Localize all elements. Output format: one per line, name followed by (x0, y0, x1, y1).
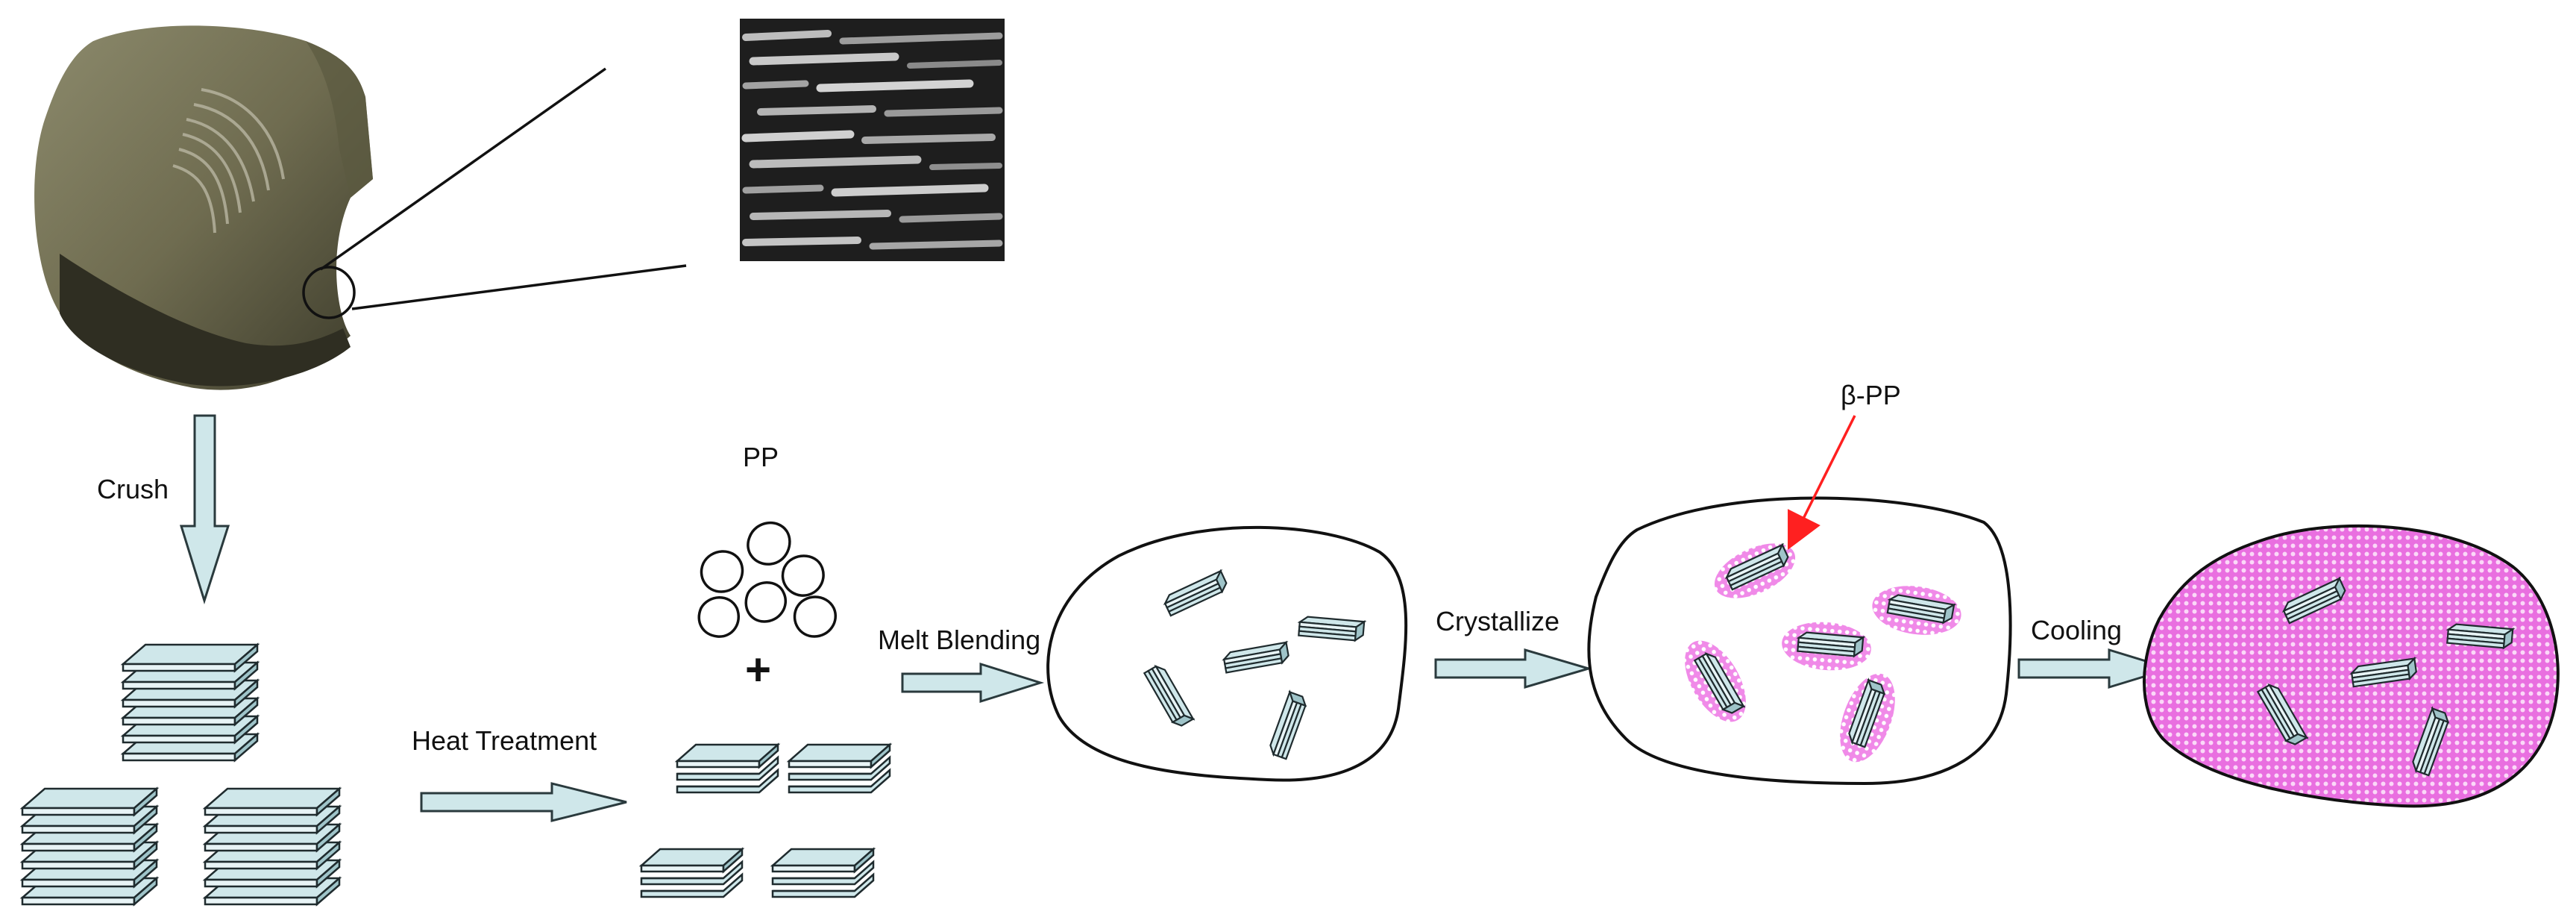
sem-micrograph (740, 19, 1005, 261)
crush-label: Crush (97, 474, 169, 504)
cooling-label: Cooling (2031, 615, 2122, 645)
melt-blending-arrow (901, 662, 1045, 704)
plus-sign: + (745, 645, 771, 695)
melt-blend-blob (1046, 525, 1408, 782)
cooling-arrow (2017, 648, 2175, 689)
magnifier-circle (302, 67, 687, 319)
cooled-blob (2143, 524, 2560, 808)
beta-pp-label: β-PP (1841, 380, 1901, 410)
heat-treatment-arrow (420, 782, 627, 822)
plate-stack-top (123, 645, 257, 760)
crystallize-arrow (1434, 648, 1593, 689)
plate-stack-left (22, 789, 157, 904)
shell-photo (34, 25, 374, 390)
crush-arrow (179, 414, 230, 604)
mini-stack-4 (771, 848, 875, 898)
mini-stack-3 (640, 848, 744, 898)
heat-treatment-label: Heat Treatment (412, 725, 597, 756)
crystallize-label: Crystallize (1436, 606, 1559, 636)
plate-stack-right (205, 789, 339, 904)
mini-stack-1 (676, 743, 779, 794)
pp-particles (697, 521, 837, 638)
melt-blending-label: Melt Blending (878, 625, 1040, 655)
pp-label: PP (743, 442, 779, 472)
beta-pp-pointer (1788, 415, 1856, 550)
mini-stack-2 (788, 743, 891, 794)
